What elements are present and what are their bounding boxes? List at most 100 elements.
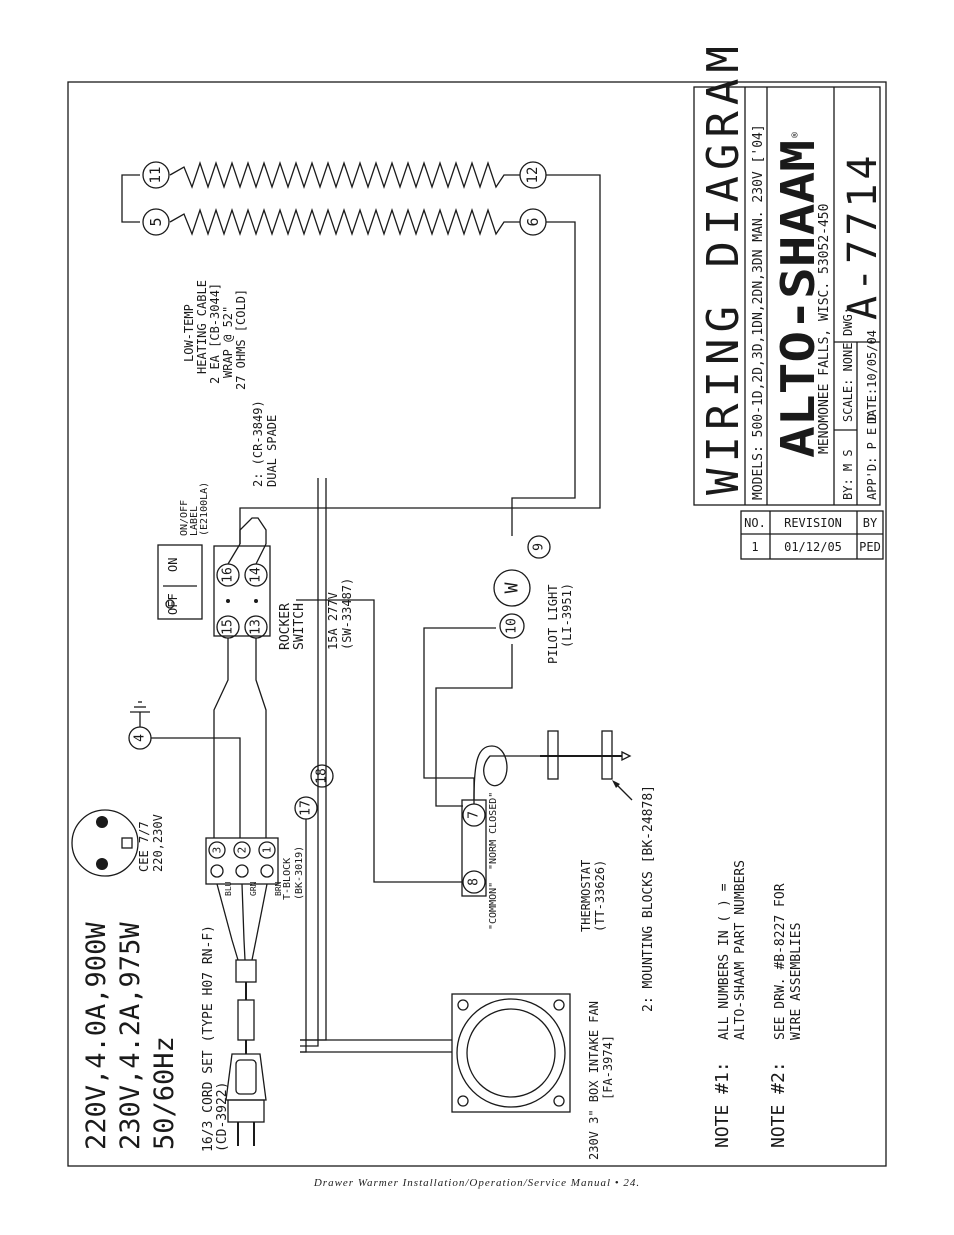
location-line: MENOMONEE FALLS, WISC. 53052-450 — [817, 204, 832, 454]
svg-text:GRN: GRN — [249, 881, 258, 896]
svg-text:15: 15 — [221, 619, 236, 635]
t-block: 3 2 1 BLU GRN BRN — [205, 837, 283, 896]
dwg-number: A-7714 — [840, 152, 886, 321]
svg-text:(E2100LA): (E2100LA) — [199, 482, 210, 536]
heating-terminal-5: 5 — [142, 208, 170, 236]
on-off-label: ON/OFF LABEL (E2100LA) — [179, 482, 210, 536]
svg-text:ON: ON — [166, 558, 180, 572]
wire-13-to-tblock — [255, 638, 267, 838]
plug-face — [71, 809, 139, 877]
heating-cable-right — [169, 160, 520, 190]
spade-jumper — [239, 517, 267, 544]
svg-text:16/3 CORD SET (TYPE H07 RN-F): 16/3 CORD SET (TYPE H07 RN-F) — [201, 925, 216, 1152]
svg-text:17: 17 — [299, 800, 314, 816]
pilot-terminal-9: 9 — [527, 535, 551, 559]
wire-17 — [300, 478, 319, 1047]
svg-text:12: 12 — [525, 167, 541, 184]
cord-set-cable — [235, 959, 257, 1054]
heating-terminal-11: 11 — [142, 161, 170, 189]
svg-text:NOTE #1:: NOTE #1: — [712, 1061, 733, 1148]
revision-table: NO. REVISION BY 1 01/12/05 PED — [740, 510, 884, 560]
svg-text:W: W — [502, 582, 523, 593]
svg-text:9: 9 — [532, 543, 547, 551]
plug-label: CEE 7/7 220,230V — [137, 814, 165, 872]
svg-text:2 EA [CB-3044]: 2 EA [CB-3044] — [208, 283, 222, 384]
note-1: NOTE #1: ALL NUMBERS IN ( ) = ALTO-SHAAM… — [712, 860, 748, 1148]
svg-text:1: 1 — [751, 540, 758, 554]
svg-text:11: 11 — [148, 167, 164, 184]
svg-text:ROCKER: ROCKER — [278, 603, 293, 650]
tblock-terminal-1: 1 — [258, 841, 276, 859]
thermostat-terminal-7: 7 — [462, 803, 486, 827]
date-field: DATE:10/05/04 — [865, 330, 879, 424]
rocker-switch-face: ON OFF — [157, 544, 203, 620]
svg-text:(CD-3922): (CD-3922) — [215, 1082, 230, 1152]
svg-text:ALTO-SHAAM: ALTO-SHAAM — [771, 140, 825, 458]
rocker-switch-label: ROCKER SWITCH 15A 277V (SW-33487) — [278, 578, 354, 650]
switch-terminal-13: 13 — [244, 615, 268, 639]
svg-text:ON/OFF: ON/OFF — [179, 500, 190, 536]
dual-spade-label: 2: (CR-3849) DUAL SPADE — [251, 400, 279, 487]
drawing-frame — [67, 81, 887, 1167]
svg-text:(BK-3019): (BK-3019) — [294, 846, 305, 900]
wire-heater-to-pilot — [511, 221, 576, 536]
thermostat-terminal-8: 8 — [462, 870, 486, 894]
pilot-light-label: PILOT LIGHT (LI-3951) — [546, 583, 574, 664]
svg-text:"NORM CLOSED": "NORM CLOSED" — [488, 792, 499, 870]
svg-text:7: 7 — [467, 811, 482, 819]
svg-text:"COMMON": "COMMON" — [488, 882, 499, 930]
svg-text:220,230V: 220,230V — [151, 814, 165, 872]
heating-cable-label: LOW-TEMP HEATING CABLE 2 EA [CB-3044] WR… — [182, 280, 248, 390]
svg-text:SWITCH: SWITCH — [292, 603, 307, 650]
fan-label: 230V 3" BOX INTAKE FAN [FA-3974] — [587, 1001, 615, 1160]
svg-text:DUAL SPADE: DUAL SPADE — [265, 415, 279, 487]
svg-text:HEATING CABLE: HEATING CABLE — [195, 280, 209, 374]
svg-text:2: 2 — [236, 847, 249, 854]
cord-wire-blu — [216, 883, 239, 961]
svg-text:PED: PED — [859, 540, 881, 554]
svg-text:(LI-3951): (LI-3951) — [560, 583, 574, 648]
svg-text:ALL NUMBERS IN ( ) =: ALL NUMBERS IN ( ) = — [717, 883, 732, 1040]
tblock-terminal-3: 3 — [208, 841, 226, 859]
svg-text:230V,4.2A,975W: 230V,4.2A,975W — [115, 922, 146, 1150]
svg-text:BY: BY — [863, 516, 878, 530]
svg-text:18: 18 — [315, 768, 330, 784]
svg-text:5: 5 — [147, 217, 165, 226]
pilot-terminal-10: 10 — [499, 613, 525, 639]
jumper-wire — [121, 174, 140, 223]
svg-text:(SW-33487): (SW-33487) — [340, 578, 354, 650]
svg-text:BRN: BRN — [274, 881, 283, 896]
wire-heater-to-switch — [239, 174, 601, 544]
switch-terminal-16: 16 — [216, 563, 240, 587]
title-block: WIRING DIAGRAM MODELS: 500-1D,2D,3D,1DN,… — [693, 40, 886, 506]
thermostat-label: THERMOSTAT (TT-33626) — [579, 860, 607, 932]
svg-text:01/12/05: 01/12/05 — [784, 540, 842, 554]
svg-text:2: MOUNTING BLOCKS [BK-24878]: 2: MOUNTING BLOCKS [BK-24878] — [641, 785, 656, 1012]
heating-terminal-12: 12 — [519, 161, 547, 189]
svg-text:6: 6 — [524, 217, 542, 226]
svg-text:1: 1 — [261, 847, 274, 854]
svg-text:REVISION: REVISION — [784, 516, 842, 530]
heating-cable-left — [169, 207, 520, 237]
svg-text:220V,4.0A,900W: 220V,4.0A,900W — [81, 922, 112, 1150]
cord-wire-brn — [251, 883, 268, 961]
models-line: MODELS: 500-1D,2D,3D,1DN,2DN,3DN MAN. 23… — [751, 124, 766, 500]
svg-text:8: 8 — [467, 878, 482, 886]
mounting-blocks-label: 2: MOUNTING BLOCKS [BK-24878] — [612, 780, 656, 1012]
svg-text:®: ® — [790, 131, 801, 138]
wire-thermostat-common — [296, 599, 463, 883]
svg-text:4: 4 — [133, 734, 148, 742]
svg-text:10: 10 — [505, 618, 520, 634]
svg-text:BLU: BLU — [224, 881, 233, 896]
svg-text:LABEL: LABEL — [189, 506, 200, 536]
svg-text:WIRE ASSEMBLIES: WIRE ASSEMBLIES — [789, 923, 804, 1040]
note-2: NOTE #2: SEE DRW. #B-8227 FOR WIRE ASSEM… — [768, 883, 804, 1148]
svg-text:OFF: OFF — [166, 593, 180, 615]
svg-text:14: 14 — [249, 567, 264, 583]
svg-text:T-BLOCK: T-BLOCK — [282, 858, 293, 900]
svg-text:2: (CR-3849): 2: (CR-3849) — [251, 400, 265, 487]
svg-text:50/60Hz: 50/60Hz — [149, 1036, 180, 1150]
dwg-label: DWG: — [841, 307, 855, 336]
off-indicator — [165, 599, 175, 609]
